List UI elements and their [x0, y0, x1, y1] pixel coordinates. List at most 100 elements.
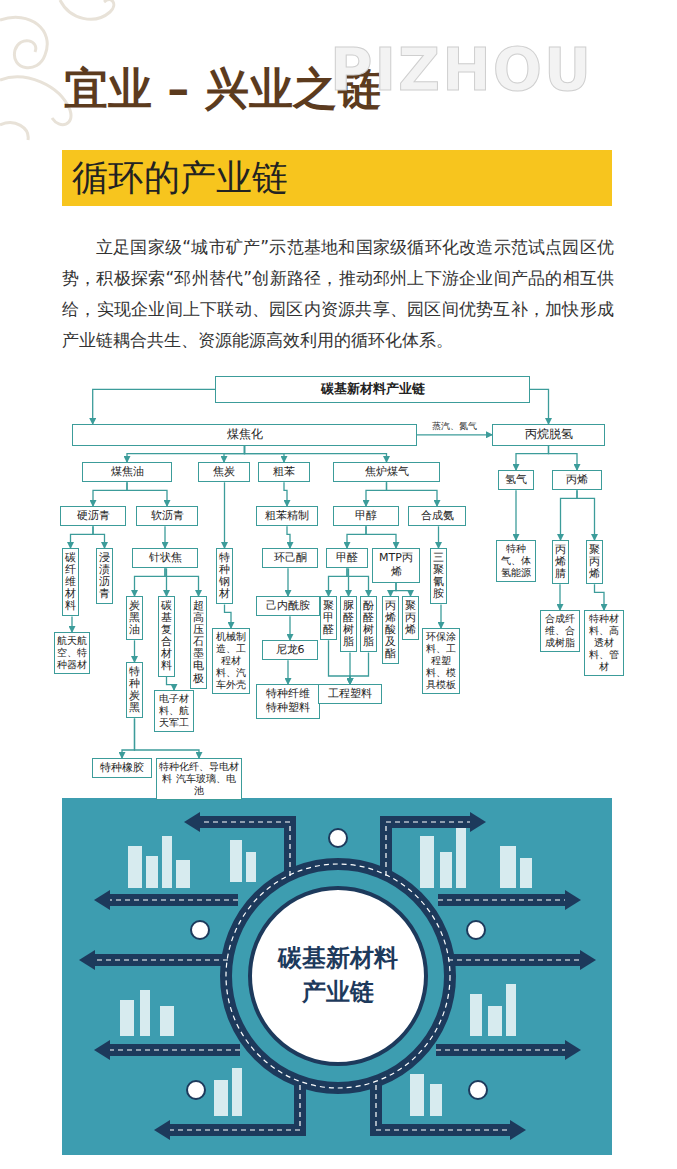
process-box: 焦炭 [198, 462, 250, 482]
process-box: 特种纤维 特种塑料 [256, 684, 320, 719]
vertical-box: 特种炭黑 [126, 662, 143, 718]
connector [595, 584, 605, 610]
node-text: 特种钢材 [219, 552, 230, 600]
node-text: 特种炭黑 [129, 666, 140, 714]
connector [122, 718, 135, 758]
process-box: 环己酮 [262, 548, 318, 568]
node-text: 尼龙6 [266, 643, 314, 657]
node-text: 甲醇 [337, 509, 395, 523]
node-text: 航天航空、特种器材 [57, 635, 87, 671]
vertical-box: 丙烯酸及酯 [382, 596, 399, 664]
product-box: 合成纤维、合成树脂 [540, 610, 580, 652]
node-text: 丙烯腈 [555, 544, 566, 580]
connector [71, 617, 72, 633]
connector [559, 584, 560, 610]
process-box: 粗苯精制 [256, 506, 318, 526]
node-text: 碳基新材料 产业链 [273, 942, 403, 1009]
vertical-box: 聚丙烯 [402, 596, 419, 640]
product-box: 特种材料、高透材料、管材 [584, 610, 624, 676]
node-text: 特种化纤、导电材料 汽车玻璃、电池 [159, 761, 239, 797]
connector [135, 568, 166, 596]
node-text: 粗苯精制 [260, 509, 314, 523]
vertical-box: 三聚氰胺 [430, 548, 447, 604]
process-box: MTP丙烯 [372, 548, 420, 583]
roads [95, 822, 580, 1130]
node-text: 煤焦油 [86, 465, 168, 479]
connector [387, 482, 438, 506]
product-box: 电子材料、航天军工 [154, 690, 194, 732]
vertical-box: 浸渍沥青 [96, 548, 113, 604]
process-box: 煤焦化 [72, 424, 417, 446]
node-text: 三聚氰胺 [433, 552, 444, 600]
process-box: 氢气 [498, 470, 534, 490]
connector [134, 640, 135, 662]
node-text: 碳基新材料产业链 [220, 381, 525, 398]
process-box: 丙烯 [552, 470, 602, 490]
node-text: 循环的产业链 [72, 150, 612, 206]
vertical-box: 特种钢材 [216, 548, 233, 604]
connector [515, 490, 516, 540]
node-text: 丙烯酸及酯 [385, 600, 396, 660]
node-text: 环保涂料、工程塑料、模具模板 [425, 631, 457, 691]
node-text: 碳基复合材料 [161, 600, 172, 673]
connector [127, 482, 167, 506]
connector [440, 604, 441, 628]
process-box: 煤焦油 [82, 462, 172, 482]
connector [396, 583, 411, 596]
connector [127, 446, 245, 462]
product-box: 机械制造、工程材料、汽车外壳 [212, 628, 250, 694]
connector [93, 389, 215, 424]
node-text: 特种纤维 特种塑料 [260, 687, 316, 716]
icons [187, 829, 487, 1099]
connector [93, 482, 127, 506]
node-text: MTP丙烯 [376, 551, 416, 580]
edge-label: 蒸汽、氮气 [431, 420, 478, 433]
process-box: 焦炉煤气 [333, 462, 440, 482]
swirl [0, 123, 28, 140]
connector [366, 482, 387, 506]
vertical-box: 炭黑油 [126, 596, 143, 640]
lane-marks [95, 822, 580, 1130]
connector [225, 604, 232, 628]
connector [287, 660, 288, 684]
connector [284, 482, 287, 506]
node-text: 硬沥青 [64, 509, 122, 523]
connector [287, 526, 290, 548]
product-box: 航天航空、特种器材 [54, 632, 90, 674]
road-arrowheads [79, 812, 596, 1140]
node-text: 焦炉煤气 [337, 465, 436, 479]
connector [287, 568, 288, 596]
connector [350, 652, 369, 684]
connector [516, 446, 549, 470]
node-text: 合成纤维、合成树脂 [543, 613, 577, 649]
node-text: 电子材料、航天军工 [157, 693, 191, 729]
node-text: 聚丙烯 [589, 544, 600, 580]
node-text: 粗苯 [262, 465, 306, 479]
process-box: 甲醇 [333, 506, 399, 526]
connector [245, 446, 387, 462]
node-text: 环己酮 [266, 551, 314, 565]
connector [438, 526, 439, 548]
connector [530, 389, 549, 424]
node-text: 特种橡胶 [96, 761, 148, 775]
buildings [120, 826, 532, 1116]
connector [93, 526, 105, 548]
connector [366, 526, 396, 548]
vertical-box: 酚醛树脂 [360, 596, 377, 652]
process-box: 特种橡胶 [92, 758, 152, 778]
connector [549, 446, 578, 470]
vertical-box: 丙烯腈 [552, 540, 569, 584]
product-box: 特种气、体氢能源 [496, 540, 536, 582]
root-box: 碳基新材料产业链 [215, 376, 530, 403]
vertical-box: 碳基复合材料 [158, 596, 175, 677]
node-text: 机械制造、工程材料、汽车外壳 [215, 631, 247, 691]
node-text: 合成氨 [412, 509, 462, 523]
vertical-box: 碳纤维材料 [62, 548, 79, 616]
process-box: 软沥青 [136, 506, 198, 526]
section-band: 循环的产业链 [62, 150, 612, 206]
connector [329, 568, 348, 596]
node-text: 炭黑油 [129, 600, 140, 636]
process-box: 合成氨 [408, 506, 466, 526]
process-box: 甲醛 [326, 548, 368, 568]
node-text: 丙烷脱氢 [496, 427, 601, 443]
